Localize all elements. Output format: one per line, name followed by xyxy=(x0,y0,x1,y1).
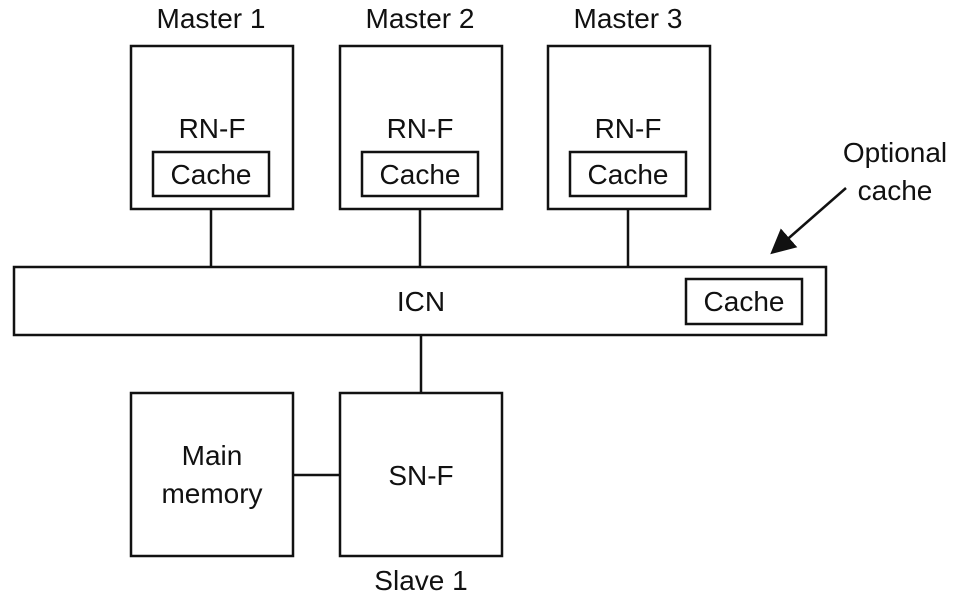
main-memory-group: Main memory xyxy=(129,391,340,558)
main-memory-line-2: memory xyxy=(161,478,262,509)
master-2-group: Master 2 RN-F Cache xyxy=(338,3,504,267)
main-memory-line-1: Main xyxy=(182,440,243,471)
slave-1-node-label: SN-F xyxy=(388,460,453,491)
master-3-group: Master 3 RN-F Cache xyxy=(546,3,712,267)
master-1-cache-box xyxy=(151,150,271,198)
icn-label: ICN xyxy=(397,286,445,317)
icn-group: ICN Cache xyxy=(12,265,828,393)
annotation-arrow xyxy=(770,187,847,255)
master-1-group: Master 1 RN-F Cache xyxy=(129,3,295,267)
master-1-node-label: RN-F xyxy=(179,113,246,144)
annotation-line-1: Optional xyxy=(843,137,947,168)
icn-cache-box xyxy=(684,277,804,326)
master-1-title: Master 1 xyxy=(157,3,266,34)
master-3-node-label: RN-F xyxy=(595,113,662,144)
slave-1-box xyxy=(338,391,504,558)
annotation-line-2: cache xyxy=(858,175,933,206)
slave-1-group: SN-F Slave 1 xyxy=(338,391,504,596)
master-2-node-label: RN-F xyxy=(387,113,454,144)
master-3-cache-label: Cache xyxy=(588,159,669,190)
optional-cache-annotation: Optional cache xyxy=(770,137,947,255)
master-2-title: Master 2 xyxy=(366,3,475,34)
master-2-cache-box xyxy=(360,150,480,198)
master-1-cache-label: Cache xyxy=(171,159,252,190)
master-3-cache-box xyxy=(568,150,688,198)
icn-cache-label: Cache xyxy=(704,286,785,317)
slave-1-title: Slave 1 xyxy=(374,565,467,596)
master-2-cache-label: Cache xyxy=(380,159,461,190)
main-memory-box xyxy=(129,391,295,558)
master-3-title: Master 3 xyxy=(574,3,683,34)
